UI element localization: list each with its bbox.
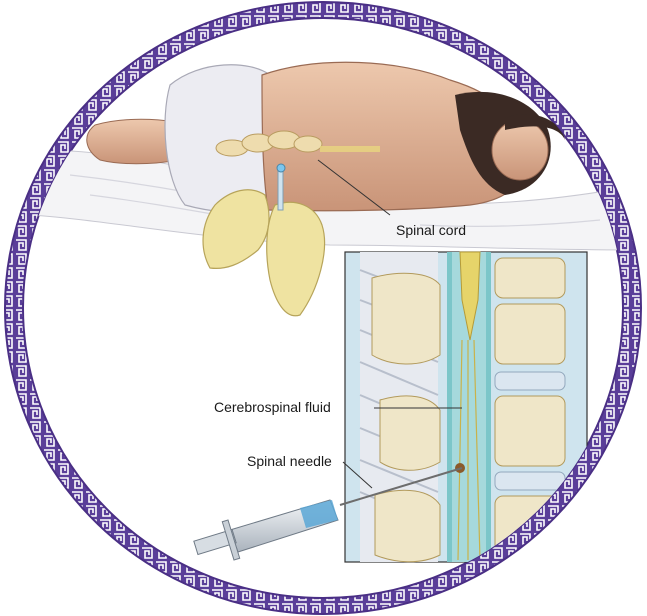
patient-head	[492, 120, 548, 180]
label-spinal-cord: Spinal cord	[396, 222, 466, 238]
label-cerebrospinal-fluid: Cerebrospinal fluid	[214, 399, 331, 415]
label-spinal-needle: Spinal needle	[247, 453, 332, 469]
